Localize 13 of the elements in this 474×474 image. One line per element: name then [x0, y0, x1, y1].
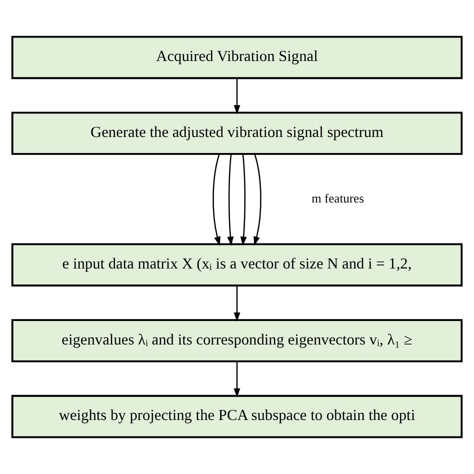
arrow [254, 154, 262, 246]
arrow [234, 286, 240, 322]
arrow [212, 154, 220, 246]
node-box: Generate the adjusted vibration signal spectrum [11, 112, 463, 155]
node-box: weights by projecting the PCA subspace to obtain the opti [11, 394, 463, 438]
node-box: eigenvalues λᵢ and its corresponding eigenvectors vᵢ, λ₁ ≥ [11, 319, 463, 362]
arrow [234, 78, 240, 114]
arrow [240, 154, 247, 246]
node-box: Acquired Vibration Signal [11, 36, 463, 80]
label: m features [312, 191, 364, 206]
node-box: e input data matrix X (xᵢ is a vector of size N and i = 1,2, [11, 243, 463, 286]
arrow [234, 361, 240, 398]
arrow [227, 154, 234, 246]
